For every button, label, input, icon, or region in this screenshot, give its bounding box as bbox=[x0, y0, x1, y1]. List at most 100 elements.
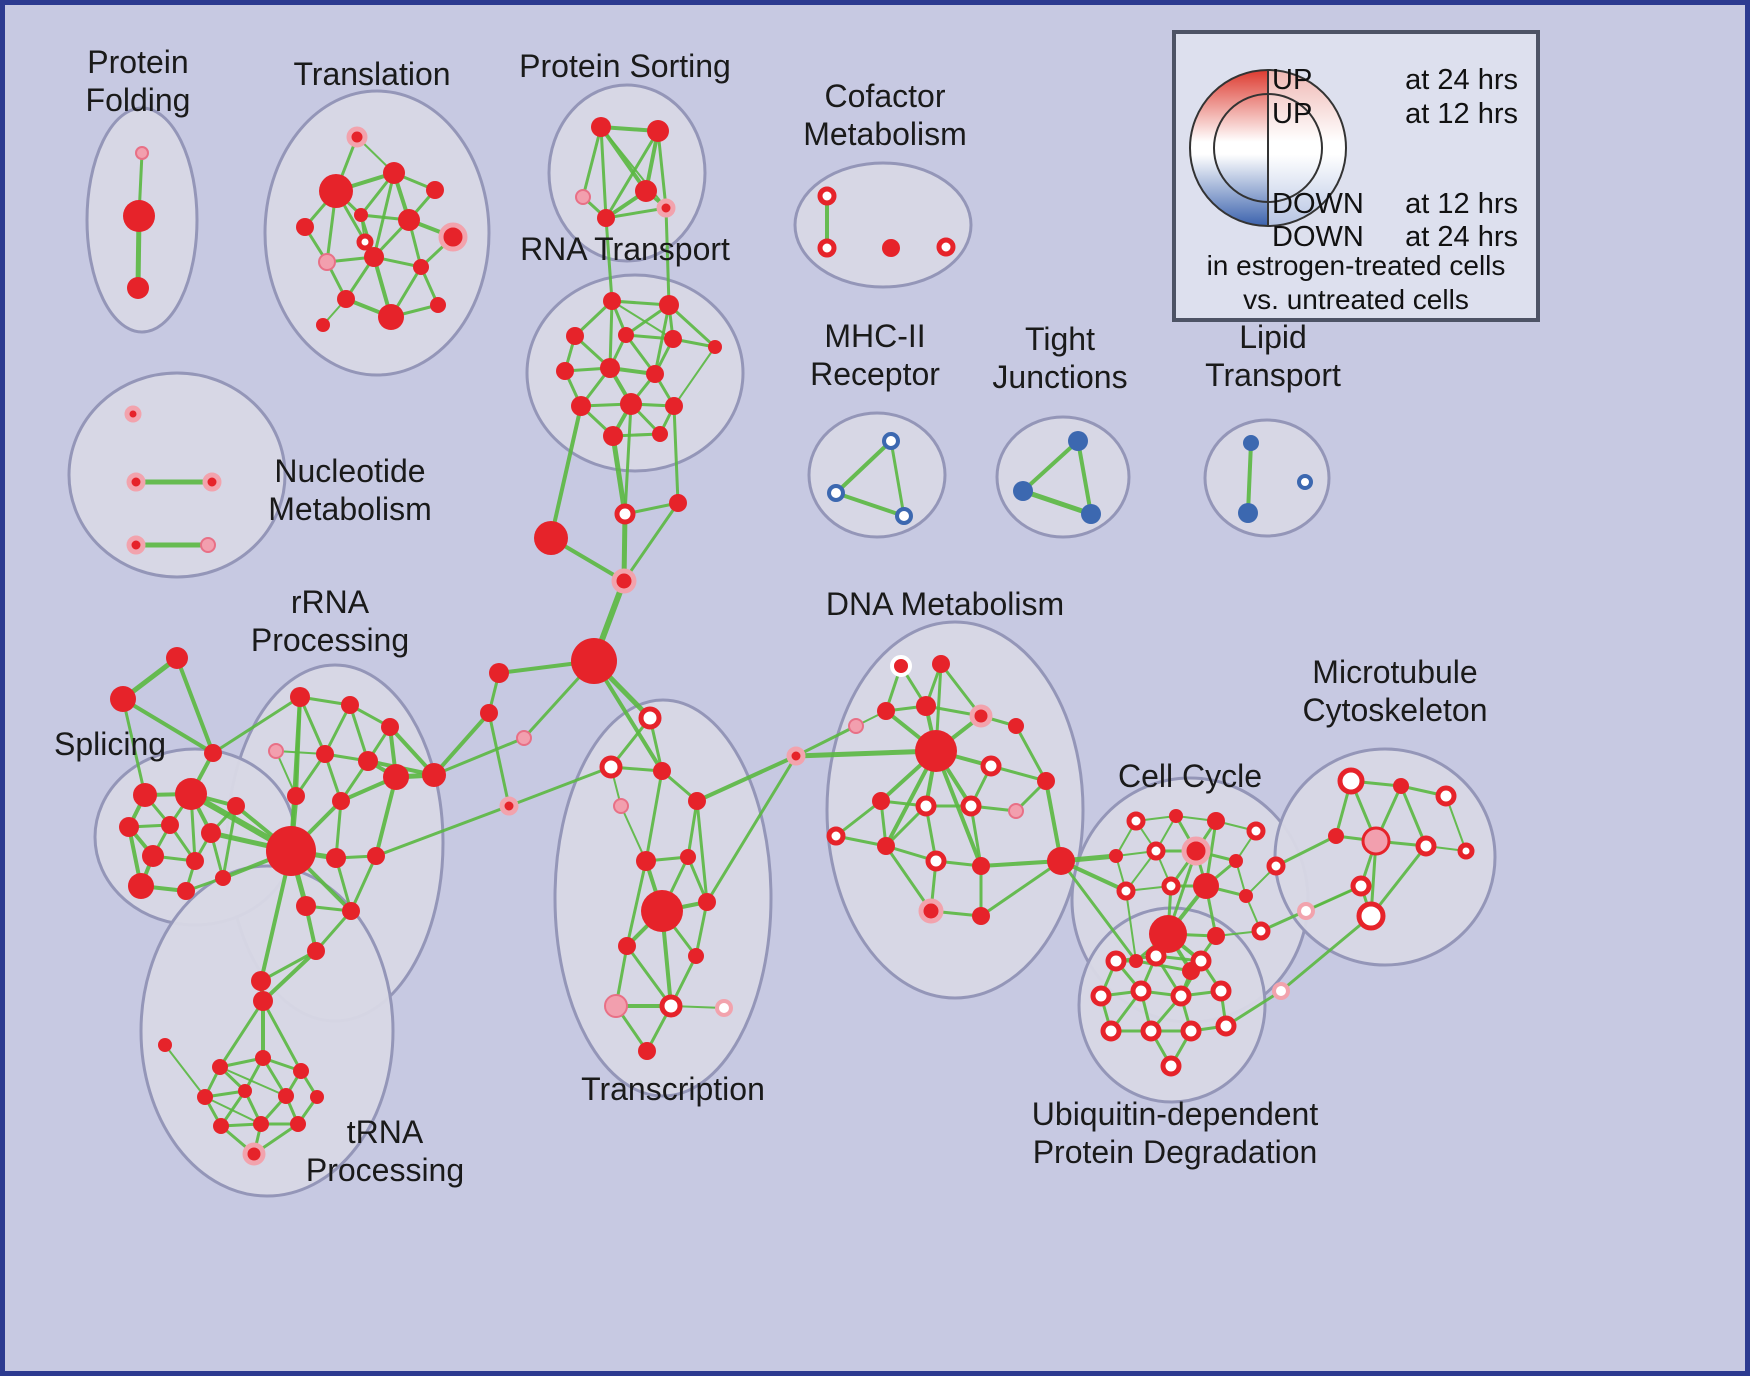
network-node-x2 bbox=[110, 686, 136, 712]
network-node-s8 bbox=[186, 852, 204, 870]
network-node-u6 bbox=[1170, 985, 1192, 1007]
network-node-s1 bbox=[133, 783, 157, 807]
network-node-tr4 bbox=[255, 1050, 271, 1066]
network-node-s6 bbox=[201, 823, 221, 843]
legend-row-down-12: DOWN at 12 hrs bbox=[1272, 188, 1518, 221]
network-node-t5 bbox=[296, 218, 314, 236]
network-node-f5 bbox=[571, 638, 617, 684]
network-edge bbox=[644, 769, 664, 863]
network-node-tc12 bbox=[604, 994, 628, 1018]
legend-left-half bbox=[1190, 70, 1268, 226]
network-node-tr6 bbox=[197, 1089, 213, 1105]
network-edge bbox=[664, 206, 671, 307]
network-edge bbox=[793, 748, 939, 759]
network-node-t11 bbox=[413, 259, 429, 275]
network-node-t12 bbox=[337, 290, 355, 308]
cluster-label-lipid-transport: Transport bbox=[1205, 357, 1341, 393]
network-node-c13 bbox=[1239, 889, 1253, 903]
network-node-s5 bbox=[161, 816, 179, 834]
network-edge bbox=[604, 216, 614, 303]
network-node-t3 bbox=[383, 162, 405, 184]
cluster-label-lipid-transport: Lipid bbox=[1239, 319, 1307, 355]
network-node-rt9 bbox=[646, 365, 664, 383]
network-edge bbox=[1020, 488, 1094, 517]
network-edge bbox=[623, 402, 633, 516]
legend-up-24-dir: UP bbox=[1272, 64, 1313, 96]
network-edge bbox=[261, 949, 318, 1003]
cluster-lipid-transport bbox=[1203, 418, 1331, 538]
legend-note-line2: vs. untreated cells bbox=[1243, 284, 1469, 315]
network-node-r13 bbox=[296, 896, 316, 916]
network-node-r15 bbox=[307, 942, 325, 960]
network-edge bbox=[121, 697, 215, 755]
network-node-rt5 bbox=[664, 330, 682, 348]
network-node-u12 bbox=[1160, 1055, 1182, 1077]
cluster-label-trna-processing: tRNA bbox=[347, 1114, 424, 1150]
network-edge bbox=[620, 805, 647, 862]
legend-right-half bbox=[1268, 70, 1346, 226]
network-node-d5 bbox=[916, 696, 936, 716]
network-node-c9 bbox=[1266, 856, 1286, 876]
network-edge bbox=[599, 125, 608, 220]
network-node-c15 bbox=[1207, 927, 1225, 945]
network-node-rt12 bbox=[665, 397, 683, 415]
network-node-mc6 bbox=[1415, 835, 1437, 857]
network-node-nm2 bbox=[126, 472, 146, 492]
network-node-f14 bbox=[1047, 847, 1075, 875]
cluster-label-translation: Translation bbox=[293, 56, 450, 92]
network-node-r7 bbox=[383, 764, 409, 790]
network-node-u10 bbox=[1180, 1020, 1202, 1042]
network-node-r3 bbox=[381, 718, 399, 736]
legend-up-24-time: at 24 hrs bbox=[1405, 64, 1518, 96]
network-node-tr10 bbox=[213, 1118, 229, 1134]
network-node-r16 bbox=[251, 971, 271, 991]
network-node-tc6 bbox=[636, 851, 656, 871]
network-node-rt1 bbox=[603, 292, 621, 310]
network-edge bbox=[1246, 441, 1253, 515]
network-edge bbox=[121, 697, 147, 797]
network-edge bbox=[1274, 834, 1338, 868]
network-node-mc5 bbox=[1361, 826, 1391, 856]
network-node-d8 bbox=[915, 730, 957, 772]
network-edge bbox=[549, 404, 583, 540]
legend-down-12-dir: DOWN bbox=[1272, 188, 1364, 220]
network-edge bbox=[1059, 859, 1138, 963]
network-node-f8 bbox=[516, 730, 532, 746]
cluster-label-protein-folding: Folding bbox=[86, 82, 191, 118]
network-node-tc10 bbox=[618, 937, 636, 955]
network-node-tr7 bbox=[238, 1084, 252, 1098]
network-node-u11 bbox=[1215, 1015, 1237, 1037]
network-node-ps6 bbox=[656, 198, 676, 218]
network-node-s9 bbox=[128, 873, 154, 899]
network-node-c8 bbox=[1229, 854, 1243, 868]
cluster-label-cofactor-metabolism: Metabolism bbox=[803, 116, 967, 152]
cluster-label-mhc-ii-receptor: Receptor bbox=[810, 356, 940, 392]
network-node-nm5 bbox=[200, 537, 216, 553]
network-node-lt3 bbox=[1297, 474, 1313, 490]
network-node-f12 bbox=[786, 746, 806, 766]
network-node-r12 bbox=[367, 847, 385, 865]
network-edge bbox=[507, 765, 613, 808]
cluster-label-trna-processing: Processing bbox=[306, 1152, 464, 1188]
network-node-d10 bbox=[1037, 772, 1055, 790]
network-edge bbox=[884, 844, 933, 913]
network-node-s2 bbox=[175, 778, 207, 810]
network-node-f15 bbox=[1272, 982, 1290, 1000]
network-node-d7 bbox=[1008, 718, 1024, 734]
cluster-label-ubiquitin-degradation: Ubiquitin-dependent bbox=[1032, 1096, 1319, 1132]
network-edge bbox=[672, 404, 680, 505]
network-edge bbox=[1224, 989, 1283, 1028]
network-node-mc4 bbox=[1328, 828, 1344, 844]
network-edge bbox=[219, 1066, 287, 1097]
network-edge bbox=[695, 754, 798, 803]
network-node-c17 bbox=[1129, 954, 1143, 968]
network-node-rt14 bbox=[652, 426, 668, 442]
network-node-mc2 bbox=[1393, 778, 1409, 794]
network-node-r6 bbox=[358, 751, 378, 771]
network-edge bbox=[432, 736, 526, 777]
network-edge bbox=[1125, 890, 1137, 962]
network-node-s10 bbox=[177, 882, 195, 900]
network-edge bbox=[374, 775, 398, 858]
network-node-t8 bbox=[438, 222, 468, 252]
